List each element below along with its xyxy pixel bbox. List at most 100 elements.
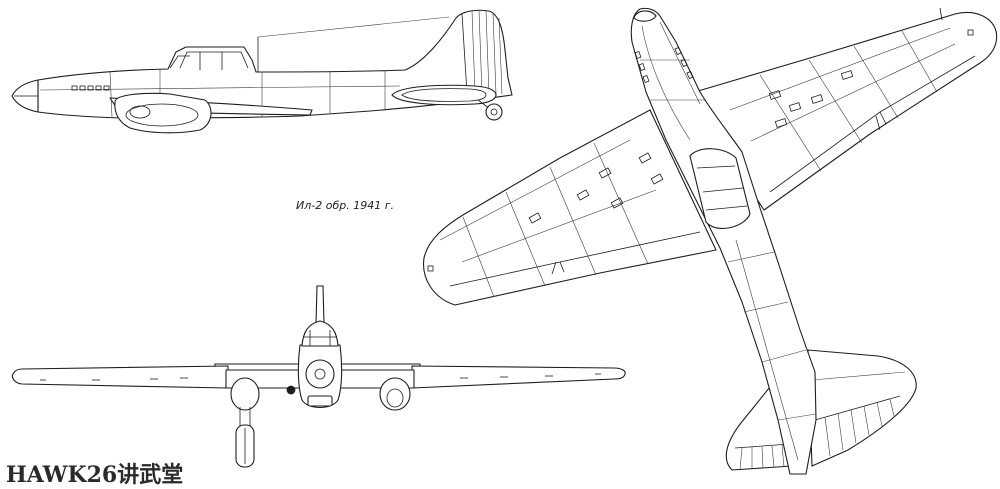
side-panel-line — [109, 71, 113, 118]
plan-fuselage-frame — [743, 301, 789, 313]
plan-exhaust-stub — [674, 46, 682, 56]
plan-exhaust-stub — [680, 58, 688, 68]
front-left-wing — [11, 365, 229, 389]
plan-access-panel — [528, 212, 542, 224]
plan-access-panel — [576, 189, 590, 201]
plan-cowling-line — [641, 25, 691, 141]
plan-stabilizer-spar — [811, 371, 906, 381]
plan-right-stabilizer — [807, 349, 917, 467]
side-windscreen — [169, 55, 190, 69]
plan-access-panel — [650, 173, 664, 185]
plan-access-panel — [610, 197, 624, 209]
plan-view — [422, 7, 998, 475]
side-wheel-well — [125, 103, 199, 127]
plan-elevator-rib — [863, 405, 870, 436]
front-right-gear-nacelle — [379, 377, 411, 411]
plan-access-panel — [768, 90, 782, 100]
plan-spinner — [633, 10, 657, 22]
plan-wing-spar-line — [729, 27, 951, 111]
drawing-caption: Ил-2 обр. 1941 г. — [296, 199, 394, 212]
plan-navigation-light — [967, 29, 974, 36]
plan-elevator-rib — [850, 409, 857, 444]
side-rudder-rib — [498, 17, 503, 95]
side-canopy-glazing — [179, 51, 249, 69]
front-right-wing — [411, 365, 626, 389]
plan-cowling-line — [659, 21, 701, 105]
front-left-gear-nacelle — [230, 377, 260, 411]
plan-elevator-rib — [876, 401, 883, 427]
side-tailwheel-hub — [490, 108, 498, 116]
plan-access-panel — [598, 167, 612, 179]
plan-aileron-line — [449, 261, 561, 287]
plan-exhaust-stub — [642, 74, 650, 84]
plan-exhaust-stub — [686, 70, 694, 80]
plan-fuselage-frame — [777, 413, 817, 421]
plan-canopy — [689, 148, 751, 229]
front-radiator-intake — [307, 395, 333, 407]
plan-wing-panel-line — [808, 59, 863, 144]
watermark-logo: HAWK26讲武堂 — [6, 462, 183, 488]
side-exhaust-stub — [79, 85, 86, 91]
plan-fuselage-centerline — [735, 239, 799, 461]
side-rudder-hinge — [461, 13, 468, 94]
plan-fuselage — [630, 7, 817, 475]
plan-elevator-rib — [824, 416, 831, 457]
side-stabilizer-outline — [401, 88, 487, 102]
plan-wing-panel-line — [759, 74, 822, 172]
plan-aileron-balance — [875, 111, 887, 131]
plan-wing-panel-line — [462, 216, 495, 298]
front-propeller-spinner — [305, 359, 335, 389]
side-panel-line — [39, 85, 401, 91]
plan-elevator-rib — [889, 398, 895, 417]
plan-wing-panel-line — [505, 191, 546, 287]
front-right-gear-well — [386, 388, 404, 408]
plan-pitot-tube — [939, 7, 943, 21]
side-landing-gear-nacelle — [114, 92, 212, 134]
side-gear-fairing — [129, 105, 151, 119]
plan-elevator-rib — [761, 446, 764, 469]
side-exhaust-stub — [103, 85, 110, 91]
side-antenna-wire — [257, 16, 450, 38]
side-tailwheel — [485, 103, 503, 121]
front-view — [11, 285, 626, 468]
plan-access-panel — [788, 102, 802, 112]
plan-wing-spar-line — [439, 139, 631, 241]
front-canopy — [301, 320, 339, 347]
plan-flap-line — [559, 231, 701, 263]
plan-left-wing — [422, 109, 717, 306]
plan-elevator-hinge — [814, 395, 901, 421]
plan-elevator-rib — [837, 412, 844, 451]
plan-fuselage-frame — [761, 349, 807, 363]
plan-fuselage-frame — [727, 251, 775, 263]
side-exhaust-stub — [87, 85, 94, 91]
front-spinner-hub — [314, 368, 326, 380]
plan-navigation-light — [427, 265, 434, 272]
side-view — [11, 9, 513, 134]
plan-access-panel — [638, 152, 652, 164]
plan-canopy-frame — [705, 205, 748, 211]
plan-elevator-rib — [739, 447, 743, 470]
plan-access-panels — [528, 70, 854, 224]
side-rudder-rib — [478, 9, 483, 95]
plan-access-panel — [840, 70, 854, 80]
plan-flap-line — [769, 111, 881, 193]
side-exhaust-stub — [95, 85, 102, 91]
side-rudder-rib — [492, 12, 497, 95]
plan-elevator-hinge — [734, 443, 791, 449]
plan-canopy-frame — [702, 187, 744, 193]
plan-wing-panel-line — [593, 142, 649, 265]
plan-elevator-rib — [771, 445, 775, 468]
plan-exhaust-stub — [638, 62, 646, 72]
plan-aileron-line — [879, 55, 976, 113]
side-exhaust-stub — [71, 85, 78, 91]
plan-exhaust-stub — [634, 50, 642, 60]
plan-elevator-rib — [781, 444, 785, 468]
plan-aileron-balance — [551, 261, 565, 275]
plan-access-panel — [774, 118, 788, 128]
side-rudder-rib — [485, 10, 490, 95]
plan-canopy-frame — [696, 165, 736, 169]
side-rudder-rib — [471, 10, 476, 95]
plan-wing-spar-line — [461, 189, 657, 263]
front-gun-port — [286, 385, 296, 395]
